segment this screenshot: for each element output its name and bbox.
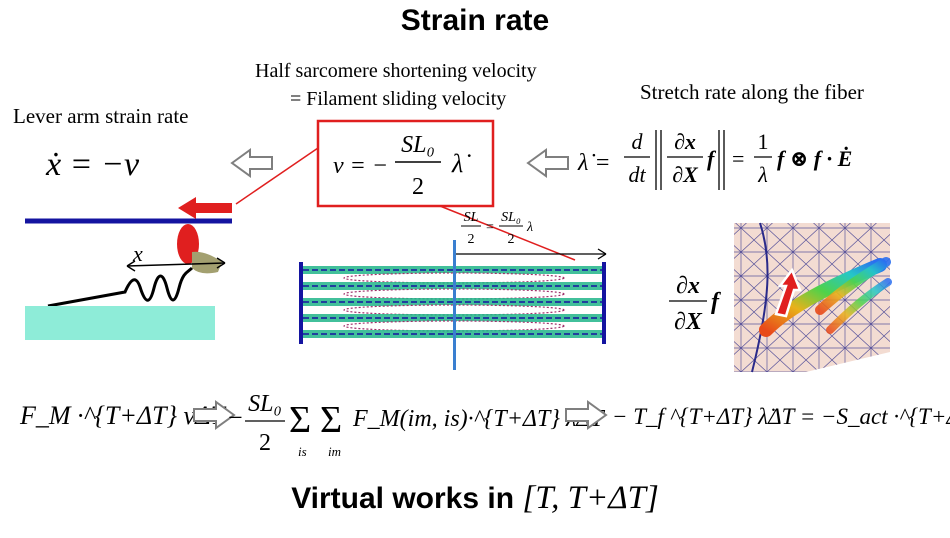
- stretch-eq-rest: f ⊗ f · Ė: [777, 146, 852, 171]
- stretch-eq-dX: ∂X: [672, 162, 699, 187]
- hollow-arrow-right-1: [193, 400, 236, 430]
- sl-rel-rhs-tail: λ: [526, 220, 533, 235]
- connector-left: [235, 147, 319, 205]
- sum-sign-1: Σ: [289, 399, 311, 441]
- half-sarcomere-label: Half sarcomere shortening velocity: [255, 60, 537, 82]
- work2-body: F_M(im, is)·^{T+ΔT} λ̇ΔT: [352, 406, 605, 432]
- z-line-right: [602, 262, 606, 344]
- lever-arm-label: Lever arm strain rate: [13, 104, 189, 128]
- thick-filament-block: [25, 306, 215, 340]
- fe-mesh-image: [734, 222, 892, 373]
- fiber-direction-arrow: [774, 267, 802, 318]
- hollow-arrow-left-1: [230, 148, 273, 178]
- stretch-eq-dt: dt: [628, 162, 646, 187]
- df-den: ∂X: [674, 309, 703, 335]
- sum-sign-2: Σ: [320, 399, 342, 441]
- stretch-eq-lambda: λ: [757, 162, 768, 187]
- virtual-work-row: F_M ·^{T+ΔT} vΔT − SL₀ 2 Σ is Σ im F_M(i…: [19, 391, 950, 459]
- stretch-eq-eq2: =: [732, 146, 744, 171]
- x-dimension-line: [126, 262, 226, 267]
- lever-arm-domain: [192, 251, 222, 274]
- velocity-eq-lhs: v = −: [333, 153, 388, 179]
- sl-rel-rhs-num: SL₀: [501, 210, 521, 225]
- bottom-title-math: [T, T+ΔT]: [522, 480, 659, 516]
- x-label: x: [132, 241, 143, 266]
- hollow-arrow-right-2: [565, 400, 608, 430]
- hollow-arrow-left-2: [526, 148, 569, 178]
- work-term-1: F_M ·^{T+ΔT} vΔT: [19, 401, 226, 430]
- stretch-eq-f: f: [707, 146, 717, 171]
- work2-minus: −: [228, 403, 243, 432]
- work2-num: SL₀: [248, 391, 282, 417]
- filament-sliding-label: = Filament sliding velocity: [290, 88, 507, 110]
- sl-rel-eq: =: [486, 220, 494, 235]
- sarcomere-schematic: SL 2 = SL₀ 2 λ: [299, 210, 607, 370]
- work-term-3: − T_f ^{T+ΔT} λ̇ΔT = −S_act ·^{T+ΔT} ĖΔT: [612, 404, 950, 429]
- slide-title: Strain rate: [400, 4, 550, 37]
- bottom-title-text: Virtual works in: [291, 482, 523, 515]
- df-num: ∂x: [676, 273, 700, 299]
- connector-right: [439, 205, 576, 261]
- velocity-eq-den: 2: [412, 174, 424, 200]
- work2-den: 2: [259, 430, 271, 456]
- stretch-rate-label: Stretch rate along the fiber: [640, 80, 864, 104]
- stretch-eq-d: d: [632, 129, 644, 154]
- stretch-eq-one: 1: [758, 129, 769, 154]
- sl-rel-lhs-den: 2: [468, 232, 475, 247]
- work2-sum-is: is: [298, 444, 307, 459]
- stretch-equation: λ̇ = d dt ∂x ∂X f = 1 λ f ⊗ f · Ė: [577, 129, 852, 190]
- stretch-eq-lhs: λ̇ =: [577, 150, 611, 176]
- deformed-fiber-annotation: ∂x ∂X f: [669, 273, 721, 335]
- sl-rel-rhs-den: 2: [508, 232, 515, 247]
- red-arrow-left: [178, 197, 232, 219]
- velocity-equation-box: v = − SL₀ 2 λ̇: [316, 119, 495, 208]
- stretch-eq-dx: ∂x: [674, 129, 696, 154]
- bottom-title: Virtual works in [T, T+ΔT]: [0, 480, 950, 517]
- sl-rel-lhs-num: SL: [464, 210, 479, 225]
- lever-arm-equation: ẋ = −v: [45, 146, 140, 183]
- lever-eq-text: ẋ = −v: [45, 146, 140, 183]
- myosin-tail-spring: [47, 266, 194, 308]
- m-line: [453, 240, 456, 370]
- work2-sum-im: im: [328, 444, 341, 459]
- crossbridge-diagram: x: [25, 197, 232, 340]
- z-line-left: [299, 262, 303, 344]
- velocity-eq-num: SL₀: [401, 132, 435, 158]
- df-tail: f: [711, 289, 721, 315]
